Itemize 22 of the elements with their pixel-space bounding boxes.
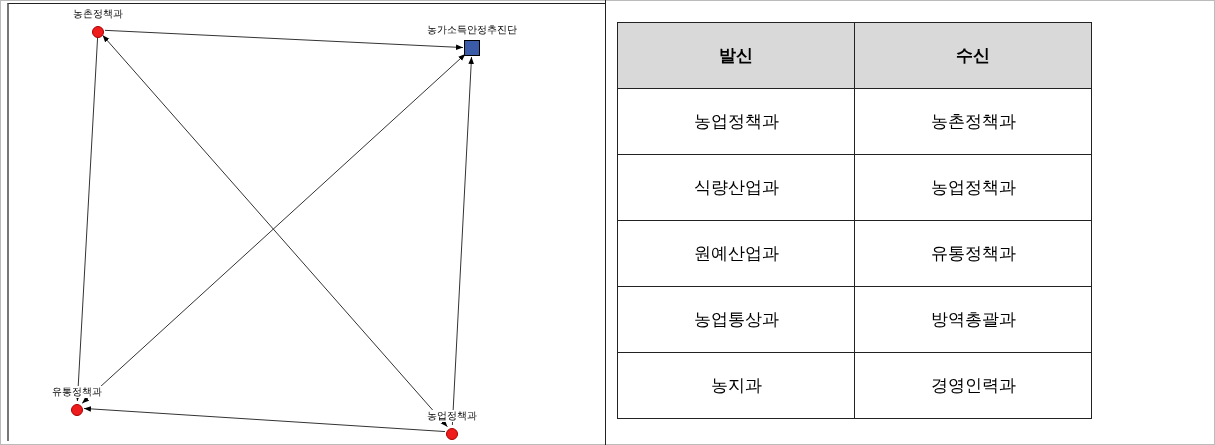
- table-cell: 원예산업과: [617, 220, 855, 287]
- table-cell: 유통정책과: [854, 220, 1092, 287]
- arrow: [75, 36, 99, 402]
- table-cell: 농업정책과: [617, 88, 855, 155]
- node-label: 농촌정책과: [72, 8, 124, 20]
- table-cell: 농촌정책과: [854, 88, 1092, 155]
- arrow: [81, 53, 466, 404]
- table-cell: 수신: [854, 22, 1092, 89]
- arrow: [102, 34, 448, 428]
- table-cell: 경영인력과: [854, 352, 1092, 419]
- arrow: [451, 56, 474, 426]
- table-cell: 발신: [617, 22, 855, 89]
- node-label: 농가소득안정추진단: [426, 24, 518, 36]
- table-cell: 식량산업과: [617, 154, 855, 221]
- arrow: [104, 29, 464, 51]
- table-cell: 농지과: [617, 352, 855, 419]
- node-label: 유통정책과: [51, 386, 103, 398]
- node-label: 농업정책과: [426, 410, 478, 422]
- arrow: [83, 406, 446, 433]
- table-cell: 농업통상과: [617, 286, 855, 353]
- table-cell: 농업정책과: [854, 154, 1092, 221]
- table-cell: 방역총괄과: [854, 286, 1092, 353]
